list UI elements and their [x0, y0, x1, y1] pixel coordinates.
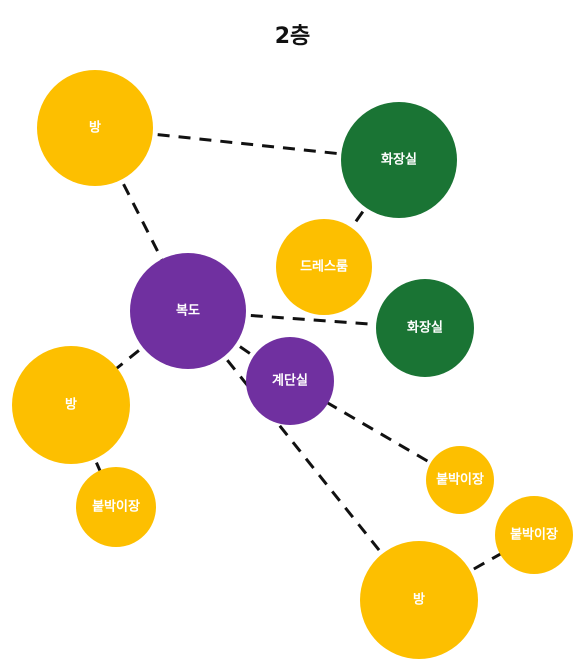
node-circle-hwajangsil-1	[341, 102, 457, 218]
node-circle-dressroom	[276, 219, 372, 315]
node-label-bokdo: 복도	[176, 304, 200, 319]
node-label-dressroom: 드레스룸	[300, 259, 348, 275]
node-label-builtin-1: 붙박이장	[92, 499, 140, 515]
node-builtin-3: 붙박이장	[495, 496, 573, 574]
node-label-builtin-2: 붙박이장	[436, 472, 484, 488]
node-bang-2: 방	[12, 346, 130, 464]
node-label-hwajangsil-2: 화장실	[407, 320, 443, 336]
node-label-bang-3: 방	[413, 592, 425, 608]
node-label-builtin-3: 붙박이장	[510, 527, 558, 543]
node-builtin-1: 붙박이장	[76, 467, 156, 547]
node-label-gyedansil: 계단실	[272, 373, 308, 389]
diagram-title: 2층	[274, 24, 311, 49]
node-hwajangsil-1: 화장실	[341, 102, 457, 218]
node-builtin-2: 붙박이장	[426, 446, 494, 514]
node-circle-gyedansil	[246, 337, 334, 425]
node-label-bang-1: 방	[89, 120, 101, 136]
node-circle-bang-1	[37, 70, 153, 186]
node-circle-bokdo	[130, 253, 246, 369]
node-circle-hwajangsil-2	[376, 279, 474, 377]
node-circle-builtin-3	[495, 496, 573, 574]
node-circle-builtin-1	[76, 467, 156, 547]
node-bokdo: 복도	[130, 253, 246, 369]
node-circle-bang-2	[12, 346, 130, 464]
node-circle-bang-3	[360, 541, 478, 659]
node-label-hwajangsil-1: 화장실	[381, 152, 417, 168]
node-dressroom: 드레스룸	[276, 219, 372, 315]
node-bang-1: 방	[37, 70, 153, 186]
node-label-bang-2: 방	[65, 397, 77, 413]
node-hwajangsil-2: 화장실	[376, 279, 474, 377]
node-bang-3: 방	[360, 541, 478, 659]
node-gyedansil: 계단실	[246, 337, 334, 425]
node-circle-builtin-2	[426, 446, 494, 514]
